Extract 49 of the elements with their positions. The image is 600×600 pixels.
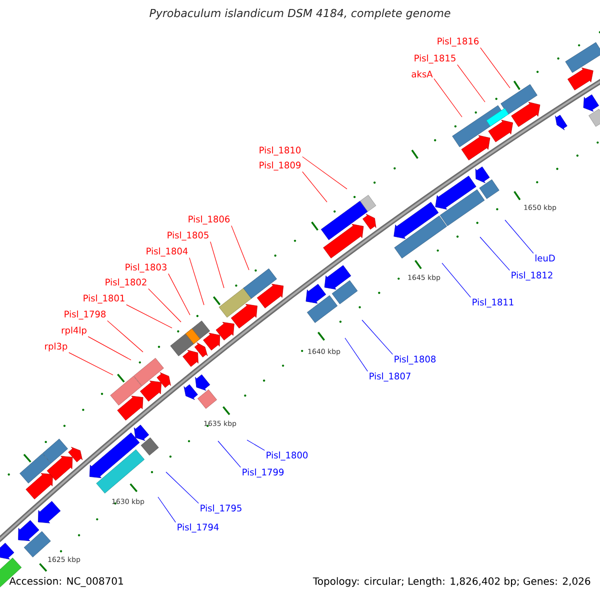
leader-line [88,336,132,360]
leader-line [480,236,510,271]
gene-label: Pisl_1812 [512,272,552,280]
gene-label: Pisl_1809 [260,162,301,170]
gene-label: Pisl_1801 [84,294,124,304]
gene-label: Pisl_1795 [200,504,242,514]
gene-label: Pisl_1798 [64,310,106,320]
leader-line [302,171,328,202]
leader-line [168,273,190,316]
leader-line [442,262,471,298]
gene-label: Pisl_1794 [178,524,219,532]
leader-line [231,225,250,270]
leader-line [126,304,172,328]
title: Pyrobaculum islandicum DSM 4184, complete genome [150,8,450,20]
leader-line [218,440,241,468]
leader-line [344,338,368,372]
leader-line [158,496,176,523]
gene-label: Pisl_1807 [370,372,410,382]
leader-line [189,257,204,306]
genome-summary: Topology: circular; Length: 1,826,402 bp; Genes: 2,026 [312,577,590,587]
leader-line [166,472,199,504]
gene-label: rpl4lp [62,326,86,336]
leader-line [107,320,144,352]
accession-label: Accession: NC_008701 [9,577,123,587]
gene-label: Pisl_1815 [414,54,456,64]
leader-line [480,47,510,88]
gene-label: Pisl_1816 [438,38,479,46]
leader-line [246,440,265,451]
leader-line [457,64,486,102]
gene-label: rpl3p [45,342,68,352]
leader-line [362,320,393,355]
leader-line [434,78,462,118]
leader-line [148,288,182,322]
gene-label: Pisl_1804 [146,248,188,256]
leader-line [302,156,348,190]
leader-line [210,241,224,288]
gene-label: Pisl_1802 [106,278,146,288]
leader-line [68,352,114,376]
gene-label: Pisl_1805 [168,232,208,240]
gene-label: Pisl_1811 [472,298,514,308]
gene-label: Pisl_1810 [260,146,301,156]
gene-label: Pisl_1799 [242,468,284,478]
gene-label: aksA [412,70,433,78]
gene-label: Pisl_1800 [266,452,308,460]
gene-label: Pisl_1806 [188,216,230,224]
gene-label: Pisl_1808 [394,356,436,364]
gene-label: leuD [536,254,555,262]
gene-label: Pisl_1803 [126,264,166,272]
leader-line [504,220,534,254]
